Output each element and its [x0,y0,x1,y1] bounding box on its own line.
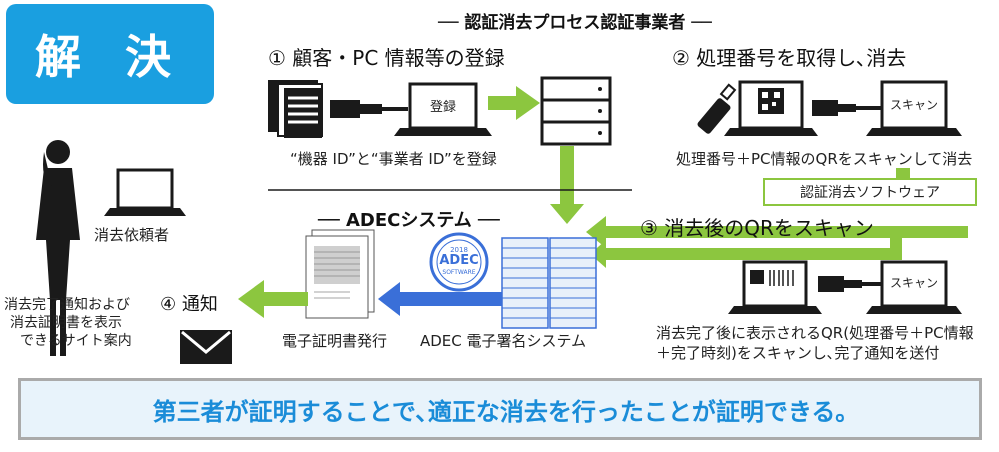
laptop-scanner-icon-2 [866,260,962,314]
process-header: ── 認証消去プロセス認証事業者 ── [438,13,712,33]
blue-arrow-left [378,282,502,316]
logo-sub: SOFTWARE [442,269,476,276]
green-arrow-left-step3-upper [586,216,968,248]
cable-connector-icon-3 [818,276,882,292]
software-label: 認証消去ソフトウェア [763,178,977,206]
certificate-caption: 電子証明書発行 [282,332,388,350]
step4-caption-line1: 消去完了通知および [4,297,130,313]
adec-logo [429,232,489,292]
conclusion-banner: 第三者が証明することで､適正な消去を行ったことが証明できる｡ [18,378,982,440]
step2-title: ② 処理番号を取得し､消去 [672,46,907,70]
step4-title: ④ 通知 [160,294,218,315]
green-connector-2 [890,238,902,260]
step1-caption: “機器 ID”と“事業者 ID”を登録 [290,150,497,168]
certificate-document-icon [305,229,375,319]
conclusion-text: 第三者が証明することで､適正な消去を行ったことが証明できる｡ [152,397,848,426]
step3-title: ③ 消去後のQRをスキャン [640,216,874,240]
person-icon [36,140,80,356]
green-arrow-right [488,86,540,120]
laptop-barcode-icon [728,260,822,314]
usb-stick-icon [697,83,737,134]
step2-caption: 処理番号＋PC情報のQRをスキャンして消去 [676,150,973,168]
requester-label: 消去依頼者 [94,226,170,244]
green-arrow-left-step3-lower [590,240,900,268]
laptop-qr-icon [724,80,818,136]
resolution-badge: 解 決 [6,4,214,104]
adec-system-title: ── ADECシステム ── [318,210,500,231]
requester-laptop-icon [104,168,186,216]
documents-icon [268,80,323,138]
server-rack-icon [501,237,597,329]
green-arrow-left-notify [238,280,308,318]
step1-title: ① 顧客・PC 情報等の登録 [268,46,505,70]
scan-screen-label: スキャン [889,98,938,112]
logo-text: ADEC [439,253,479,268]
register-screen-label: 登録 [429,100,456,115]
cable-connector-icon-2 [812,100,882,116]
scan-screen-label-2: スキャン [889,276,938,290]
laptop-scanner-icon [866,80,962,136]
envelope-icon [180,330,232,364]
step3-caption-line1: 消去完了後に表示されるQR(処理番号＋PC情報 [656,324,974,342]
step4-caption-line2: 消去証明書を表示 [10,315,122,331]
step3-caption-line2: ＋完了時刻)をスキャンし､完了通知を送付 [656,344,940,362]
laptop-icon [394,82,492,136]
step4-caption-line3: できるサイト案内 [20,333,132,349]
signature-caption: ADEC 電子署名システム [420,332,587,350]
logo-year: 2018 [450,246,468,254]
server-icon [540,76,612,146]
green-arrow-down [550,146,584,224]
cable-connector-icon [330,100,408,118]
